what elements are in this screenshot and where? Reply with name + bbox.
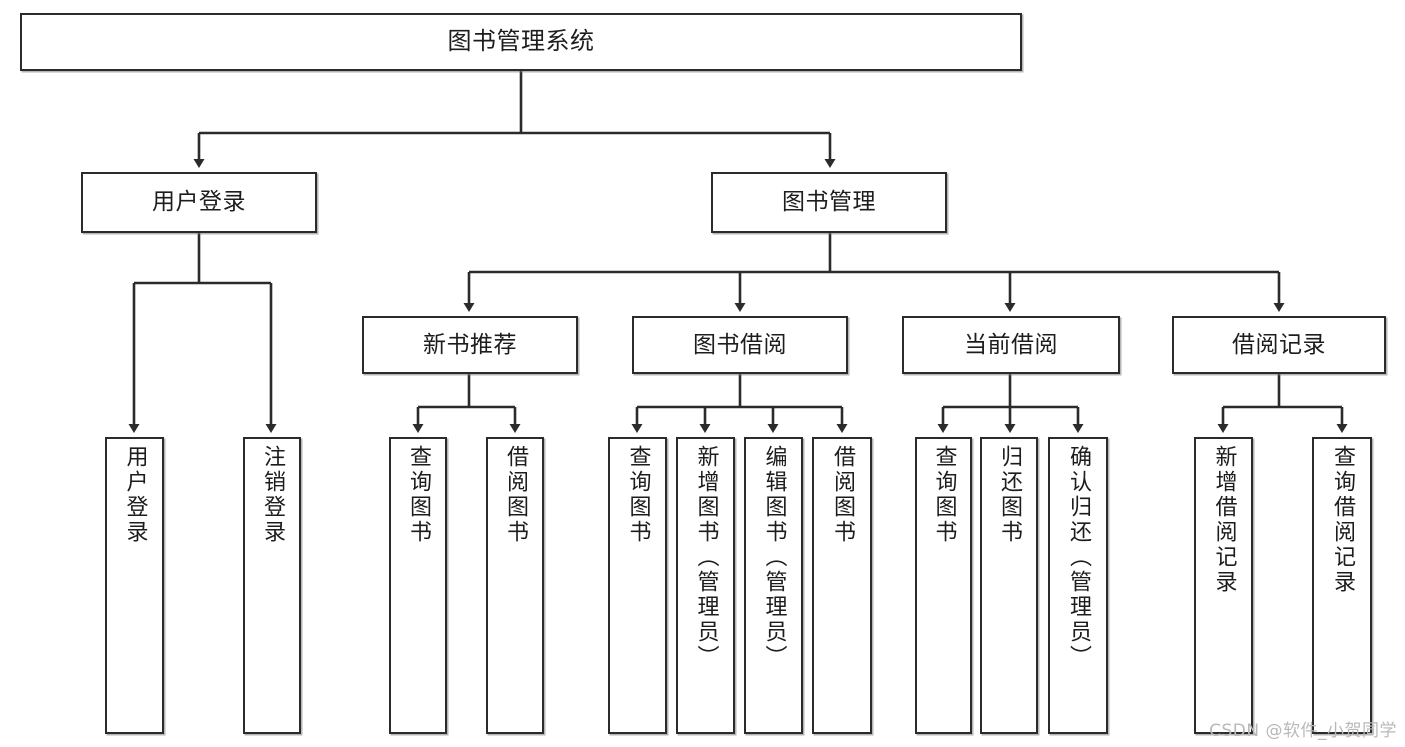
- node-root[interactable]: 图书管理系统: [20, 13, 1022, 71]
- node-leaf-query-book-1[interactable]: 查询图书: [389, 437, 447, 734]
- node-leaf-query-record-label: 查询借阅记录: [1330, 445, 1355, 595]
- node-book-borrow-label: 图书借阅: [693, 331, 787, 358]
- node-leaf-query-book-2[interactable]: 查询图书: [608, 437, 667, 734]
- node-leaf-query-record[interactable]: 查询借阅记录: [1312, 437, 1372, 734]
- node-new-book-rec[interactable]: 新书推荐: [362, 316, 578, 374]
- node-leaf-confirm-return[interactable]: 确认归还（管理员）: [1048, 437, 1108, 734]
- node-leaf-user-logout-label: 注销登录: [260, 445, 285, 545]
- node-user-login-label: 用户登录: [152, 189, 246, 216]
- node-leaf-user-login-label: 用户登录: [122, 445, 148, 545]
- node-leaf-add-book-label: 新增图书（管理员）: [693, 445, 719, 670]
- node-leaf-query-book-3-label: 查询图书: [931, 445, 957, 545]
- node-book-borrow[interactable]: 图书借阅: [632, 316, 848, 374]
- node-leaf-add-record-label: 新增借阅记录: [1211, 445, 1237, 595]
- csdn-watermark: CSDN @软件_小贺同学: [1209, 721, 1397, 741]
- node-leaf-add-book[interactable]: 新增图书（管理员）: [676, 437, 735, 734]
- node-leaf-borrow-book-2[interactable]: 借阅图书: [812, 437, 872, 734]
- node-leaf-user-logout[interactable]: 注销登录: [243, 437, 301, 734]
- node-new-book-rec-label: 新书推荐: [423, 331, 517, 358]
- node-borrow-record[interactable]: 借阅记录: [1172, 316, 1386, 374]
- node-leaf-edit-book[interactable]: 编辑图书（管理员）: [744, 437, 803, 734]
- node-user-login[interactable]: 用户登录: [81, 172, 317, 233]
- node-root-label: 图书管理系统: [447, 27, 595, 56]
- node-book-manage[interactable]: 图书管理: [711, 172, 947, 233]
- node-leaf-return-book[interactable]: 归还图书: [980, 437, 1038, 734]
- node-leaf-edit-book-label: 编辑图书（管理员）: [761, 445, 787, 670]
- node-leaf-user-login[interactable]: 用户登录: [105, 437, 164, 734]
- node-leaf-add-record[interactable]: 新增借阅记录: [1194, 437, 1253, 734]
- node-leaf-return-book-label: 归还图书: [997, 445, 1022, 545]
- node-borrow-record-label: 借阅记录: [1232, 331, 1326, 358]
- node-book-manage-label: 图书管理: [782, 189, 876, 216]
- node-current-borrow[interactable]: 当前借阅: [902, 316, 1120, 374]
- node-leaf-borrow-book-1[interactable]: 借阅图书: [486, 437, 544, 734]
- node-leaf-query-book-1-label: 查询图书: [406, 445, 431, 545]
- node-leaf-confirm-return-label: 确认归还（管理员）: [1066, 445, 1091, 670]
- node-leaf-query-book-3[interactable]: 查询图书: [915, 437, 972, 734]
- node-current-borrow-label: 当前借阅: [964, 331, 1058, 358]
- node-leaf-query-book-2-label: 查询图书: [625, 445, 651, 545]
- node-leaf-borrow-book-2-label: 借阅图书: [830, 445, 855, 545]
- node-leaf-borrow-book-1-label: 借阅图书: [503, 445, 528, 545]
